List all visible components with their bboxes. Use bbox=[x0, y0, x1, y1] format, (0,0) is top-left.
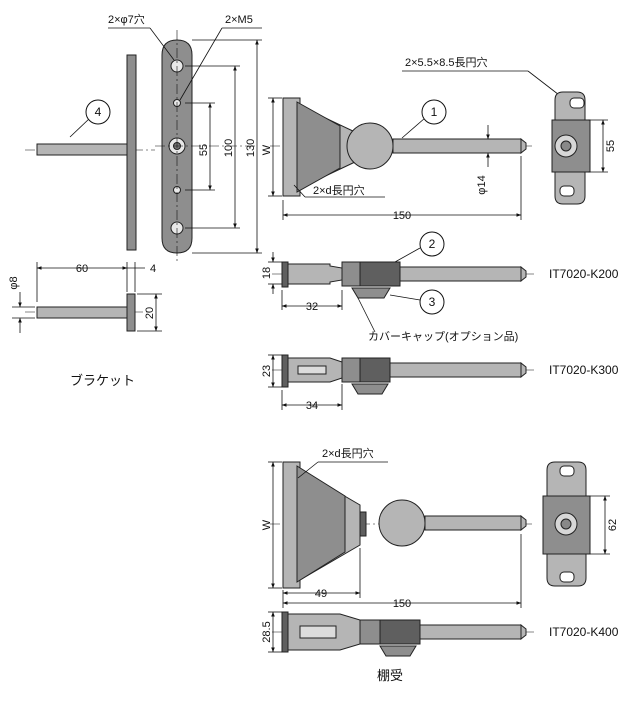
balloon-4-label: 4 bbox=[95, 105, 102, 119]
balloon-3-label: 3 bbox=[429, 295, 436, 309]
model-k200-view: 18 32 IT7020-K200 2 3 カバーキャップ(オプション品) bbox=[261, 231, 619, 343]
shelf-support-top-view: 1 W 2×d長円穴 150 φ14 bbox=[261, 97, 535, 222]
bracket-side-view-top: 4 bbox=[25, 54, 155, 251]
shelf-support-caption: 棚受 bbox=[377, 669, 403, 684]
balloon-2-label: 2 bbox=[429, 237, 436, 251]
dim-w-top: W bbox=[261, 144, 273, 155]
thread-label: 2×M5 bbox=[225, 14, 253, 26]
dim-phi8: φ8 bbox=[8, 276, 20, 289]
support-end-view-bottom: 62 bbox=[542, 461, 619, 587]
model-k200: IT7020-K200 bbox=[549, 267, 619, 281]
dim-34: 34 bbox=[306, 400, 318, 412]
dim-4: 4 bbox=[150, 263, 156, 275]
dim-49: 49 bbox=[315, 588, 327, 600]
bracket-front-view: 2×φ7穴 2×M5 55 100 130 bbox=[108, 12, 262, 262]
dim-150-top: 150 bbox=[393, 210, 411, 222]
dim-55-end: 55 bbox=[605, 140, 617, 152]
model-k400-view: 28.5 IT7020-K400 棚受 bbox=[261, 611, 619, 684]
slot-label-top: 2×d長円穴 bbox=[313, 183, 365, 197]
balloon-4 bbox=[85, 99, 111, 125]
dim-23: 23 bbox=[261, 365, 273, 377]
dim-phi14: φ14 bbox=[476, 175, 488, 194]
dim-62: 62 bbox=[607, 519, 619, 531]
balloon-1-label: 1 bbox=[431, 105, 438, 119]
dim-28-5: 28.5 bbox=[261, 621, 273, 642]
balloon-3 bbox=[419, 289, 445, 315]
dim-60: 60 bbox=[76, 263, 88, 275]
dim-18: 18 bbox=[261, 267, 273, 279]
holes-label: 2×φ7穴 bbox=[108, 12, 145, 26]
shelf-support-bottom-view: 2×d長円穴 W 49 150 bbox=[261, 446, 535, 610]
model-k400: IT7020-K400 bbox=[549, 625, 619, 639]
model-k300-view: 23 34 IT7020-K300 bbox=[261, 354, 619, 412]
dim-20: 20 bbox=[144, 307, 156, 319]
dim-55: 55 bbox=[198, 144, 210, 156]
balloon-2 bbox=[419, 231, 445, 257]
dim-32: 32 bbox=[306, 301, 318, 313]
model-k300: IT7020-K300 bbox=[549, 363, 619, 377]
bracket-side-view-bottom: 60 4 φ8 20 ブラケット bbox=[8, 262, 162, 389]
slot-label-end: 2×5.5×8.5長円穴 bbox=[405, 55, 488, 69]
cover-cap-label: カバーキャップ(オプション品) bbox=[368, 330, 518, 343]
dim-w-bottom: W bbox=[261, 519, 273, 530]
bracket-caption: ブラケット bbox=[70, 373, 135, 389]
slot-label-bottom: 2×d長円穴 bbox=[322, 446, 374, 460]
dim-130: 130 bbox=[245, 139, 257, 157]
support-end-view-top: 2×5.5×8.5長円穴 55 bbox=[402, 55, 617, 205]
dim-100: 100 bbox=[223, 139, 235, 157]
balloon-1 bbox=[421, 99, 447, 125]
dim-150-bottom: 150 bbox=[393, 598, 411, 610]
